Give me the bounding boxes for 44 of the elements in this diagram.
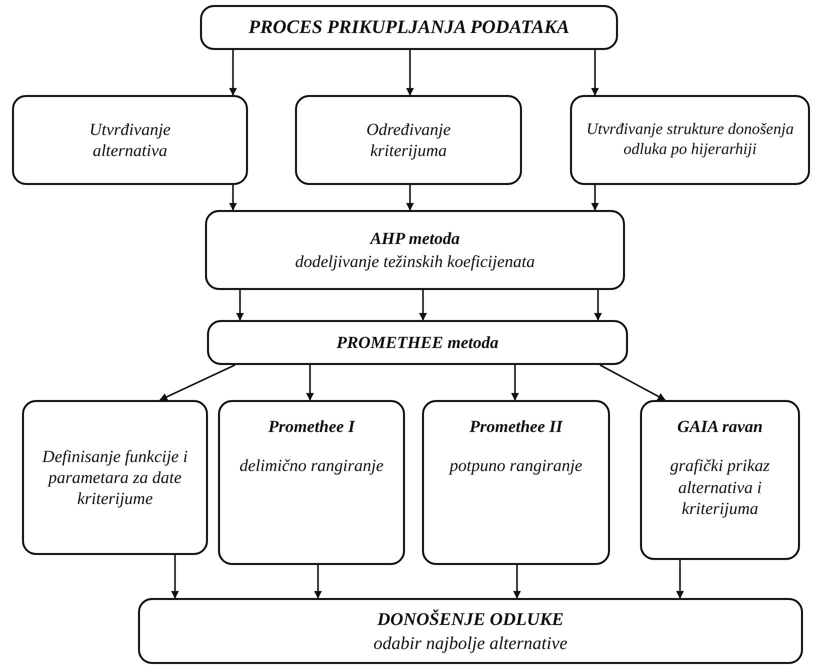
process-box: [422, 400, 610, 565]
box-heading: PROCES PRIKUPLJANJA PODATAKA: [248, 16, 570, 40]
arrow: [511, 365, 519, 401]
process-box: [22, 400, 208, 555]
process-box: [295, 95, 522, 185]
process-box: [205, 210, 625, 290]
arrow: [591, 185, 599, 211]
box-heading: GAIA ravan: [677, 416, 763, 438]
arrow: [594, 290, 602, 321]
box-text: Utvrđivanje alternativa: [88, 118, 172, 162]
arrow: [171, 555, 179, 599]
process-box: [138, 598, 803, 664]
box-text: delimično rangiranje: [239, 455, 384, 476]
box-heading: AHP metoda: [370, 228, 460, 249]
process-box: [218, 400, 405, 565]
box-text: Utvrđivanje strukture donošenja odluka po hijerarhiji: [585, 120, 795, 160]
arrow: [513, 565, 521, 599]
process-box: [570, 95, 810, 185]
arrow: [314, 565, 322, 599]
arrow: [229, 185, 237, 211]
process-box: [200, 5, 618, 50]
arrow: [406, 185, 414, 211]
box-text: grafički prikaz alternativa i kriterijuma: [669, 455, 771, 519]
arrow: [406, 50, 414, 96]
arrow: [676, 560, 684, 599]
process-box: [207, 320, 628, 365]
arrow: [229, 50, 237, 96]
arrow: [591, 50, 599, 96]
arrow: [159, 364, 236, 401]
process-box: [640, 400, 800, 560]
box-heading: DONOŠENJE ODLUKE: [377, 608, 564, 630]
box-heading: Promethee II: [469, 416, 563, 438]
box-text: odabir najbolje alternative: [374, 632, 568, 654]
arrow: [236, 290, 244, 321]
box-heading: Promethee I: [268, 416, 355, 438]
arrow: [306, 365, 314, 401]
arrow: [600, 364, 666, 401]
box-text: Definisanje funkcije i parametara za date kriterijume: [41, 446, 189, 510]
box-text: potpuno rangiranje: [450, 455, 582, 476]
box-heading: PROMETHEE metoda: [336, 332, 498, 354]
arrow: [419, 290, 427, 321]
box-text: Određivanje kriterijuma: [365, 118, 452, 162]
box-text: dodeljivanje težinskih koeficijenata: [295, 251, 535, 272]
process-box: [12, 95, 248, 185]
